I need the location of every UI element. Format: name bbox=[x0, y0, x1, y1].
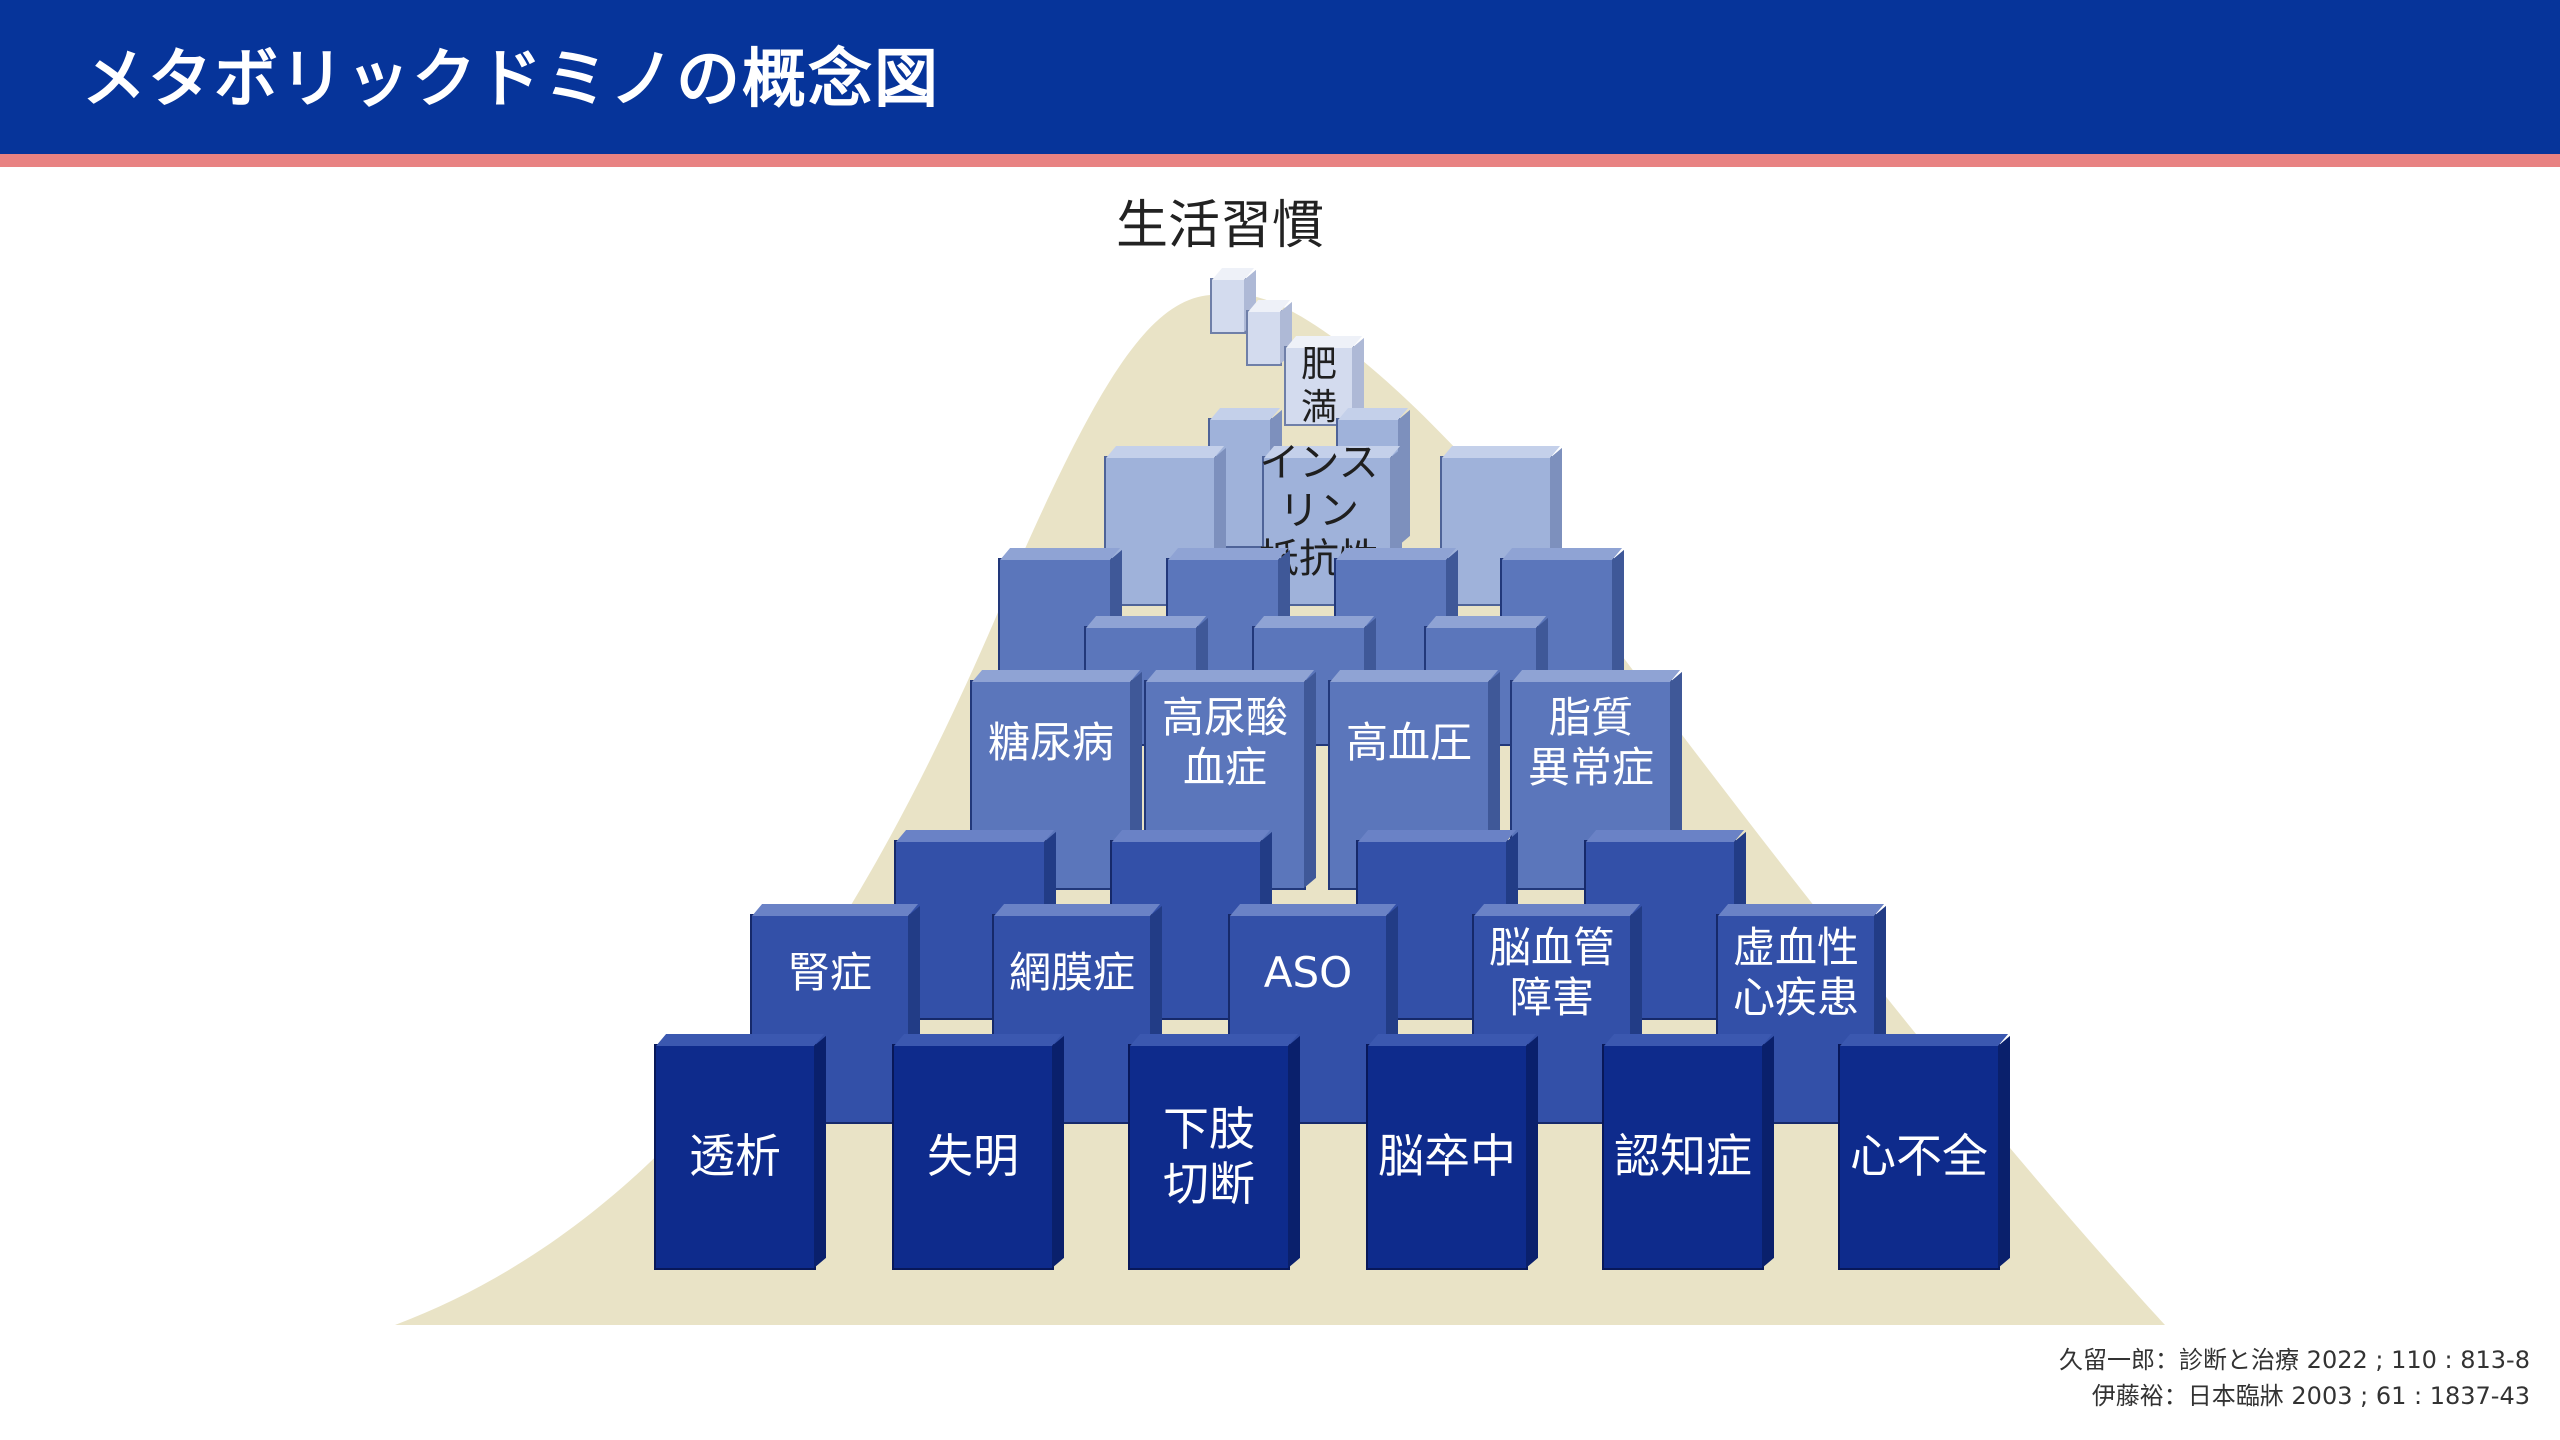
block-side-face bbox=[1998, 1035, 2010, 1268]
domino-stroke: 脳卒中 bbox=[1366, 1034, 1538, 1270]
reference-1: 久留一郎：診断と治療 2022 ; 110 : 813-8 bbox=[2059, 1346, 2530, 1374]
label-hypertension: 高血圧 bbox=[1345, 717, 1472, 767]
reference-2: 伊藤裕：日本臨牀 2003 ; 61 : 1837-43 bbox=[2091, 1382, 2530, 1410]
block-side-face bbox=[1052, 1035, 1064, 1268]
block-top-face bbox=[1086, 616, 1207, 628]
block-side-face bbox=[1288, 1035, 1300, 1268]
domino-cerebrovascular: 脳血管 障害 bbox=[1472, 904, 1642, 1124]
lifestyle-label: 生活習慣 bbox=[1115, 196, 1324, 256]
block-top-face bbox=[1604, 1034, 1773, 1046]
label-heart-failure: 心不全 bbox=[1850, 1129, 1988, 1184]
label-dementia: 認知症 bbox=[1614, 1129, 1752, 1184]
header-bar bbox=[0, 0, 2560, 154]
label-hyperuricemia: 高尿酸 血症 bbox=[1161, 692, 1288, 792]
block-top-face bbox=[1426, 616, 1547, 628]
domino-amputation: 下肢 切断 bbox=[1128, 1034, 1300, 1270]
label-retinopathy: 網膜症 bbox=[1008, 947, 1135, 997]
block-top-face bbox=[1840, 1034, 2009, 1046]
block-top-face bbox=[1368, 1034, 1537, 1046]
domino-dialysis: 透析 bbox=[654, 1034, 826, 1270]
block-top-face bbox=[1442, 446, 1561, 458]
label-aso: ASO bbox=[1263, 947, 1353, 997]
domino-blindness: 失明 bbox=[892, 1034, 1064, 1270]
domino-tiny-2 bbox=[1246, 300, 1292, 366]
page-title: メタボリックドミノの概念図 bbox=[82, 43, 940, 117]
block-top-face bbox=[1336, 548, 1457, 560]
block-top-face bbox=[1106, 446, 1225, 458]
label-obesity: 肥満 bbox=[1300, 343, 1337, 428]
label-cerebrovascular: 脳血管 障害 bbox=[1488, 922, 1615, 1022]
block-top-face bbox=[1112, 830, 1271, 842]
label-diabetes: 糖尿病 bbox=[987, 717, 1114, 767]
block-side-face bbox=[814, 1035, 826, 1268]
block-top-face bbox=[1254, 616, 1375, 628]
label-blindness: 失明 bbox=[927, 1129, 1019, 1184]
domino-tiny-1 bbox=[1210, 268, 1256, 334]
block-top-face bbox=[1000, 548, 1121, 560]
header-accent-line bbox=[0, 154, 2560, 167]
block-top-face bbox=[1502, 548, 1623, 560]
references: 久留一郎：診断と治療 2022 ; 110 : 813-8 伊藤裕：日本臨牀 2… bbox=[2059, 1342, 2530, 1414]
block-top-face bbox=[1586, 830, 1745, 842]
domino-dyslipidemia: 脂質 異常症 bbox=[1510, 670, 1682, 890]
label-dialysis: 透析 bbox=[689, 1129, 781, 1184]
block-side-face bbox=[1526, 1035, 1538, 1268]
block-top-face bbox=[1168, 548, 1289, 560]
domino-heart-failure: 心不全 bbox=[1838, 1034, 2010, 1270]
block-top-face bbox=[1130, 1034, 1299, 1046]
label-ischemic-heart: 虚血性 心疾患 bbox=[1732, 922, 1859, 1022]
domino-dementia: 認知症 bbox=[1602, 1034, 1774, 1270]
label-amputation: 下肢 切断 bbox=[1163, 1101, 1255, 1211]
block-top-face bbox=[894, 1034, 1063, 1046]
block-top-face bbox=[656, 1034, 825, 1046]
block-top-face bbox=[896, 830, 1055, 842]
block-side-face bbox=[1304, 671, 1316, 888]
label-dyslipidemia: 脂質 異常症 bbox=[1527, 692, 1654, 792]
label-stroke: 脳卒中 bbox=[1378, 1129, 1516, 1184]
block-side-face bbox=[1762, 1035, 1774, 1268]
label-nephropathy: 腎症 bbox=[787, 947, 872, 997]
block-top-face bbox=[1358, 830, 1517, 842]
